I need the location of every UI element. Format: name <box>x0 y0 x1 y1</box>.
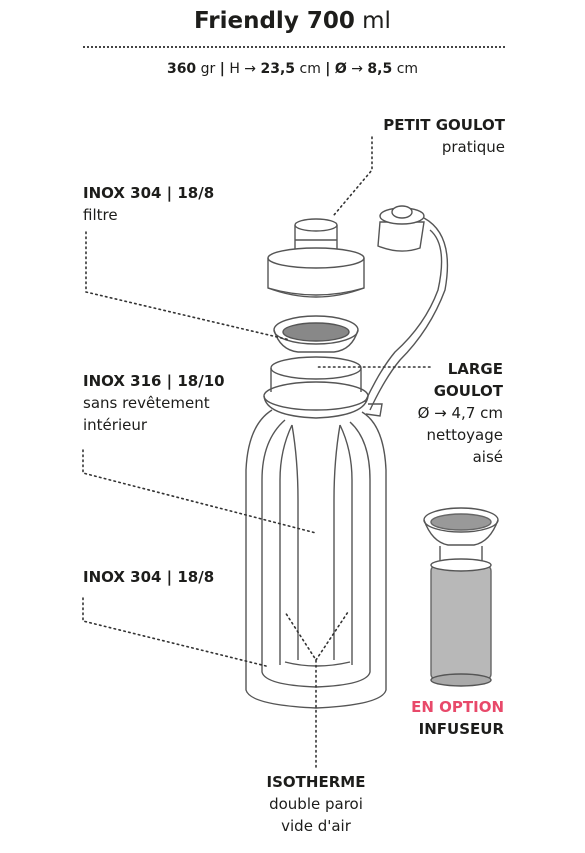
diameter-symbol: Ø <box>334 61 347 77</box>
label-isotherme-heading: ISOTHERME <box>266 773 366 791</box>
label-isotherme-sub-2: vide d'air <box>281 817 351 835</box>
label-inox-316: INOX 316 | 18/10 sans revêtement intérie… <box>83 370 225 436</box>
label-inox-304-heading: INOX 304 | 18/8 <box>83 568 215 586</box>
label-inox-304-body: INOX 304 | 18/8 <box>83 566 214 588</box>
spec-height-label: H → <box>229 61 261 77</box>
spec-diameter-unit: cm <box>396 61 419 77</box>
label-inox-316-heading: INOX 316 | 18/10 <box>83 372 225 390</box>
spec-separator: | <box>219 61 225 77</box>
label-large-goulot-heading-2: GOULOT <box>433 382 503 400</box>
specs-line: 360 gr | H → 23,5 cm | Ø → 8,5 cm <box>0 61 585 77</box>
spec-height: 23,5 <box>260 61 296 77</box>
label-large-goulot-sub-2: aisé <box>472 448 503 466</box>
label-large-goulot: LARGE GOULOT Ø → 4,7 cm nettoyage aisé <box>418 358 503 468</box>
product-volume-unit: ml <box>362 8 391 34</box>
label-option-infuseur: EN OPTION INFUSEUR <box>411 696 504 740</box>
product-name: Friendly 700 <box>194 8 355 34</box>
small-cap <box>267 218 365 298</box>
title-divider <box>83 46 505 48</box>
label-large-goulot-sub-1: nettoyage <box>426 426 504 444</box>
label-isotherme: ISOTHERME double paroi vide d'air <box>216 771 416 837</box>
leader-lines <box>82 136 431 768</box>
label-large-goulot-heading-1: LARGE <box>447 360 503 378</box>
spec-diameter-arrow: → <box>346 61 368 77</box>
product-title: Friendly 700 ml <box>0 8 585 34</box>
spec-height-unit: cm <box>299 61 321 77</box>
label-filtre: INOX 304 | 18/8 filtre <box>83 182 214 226</box>
label-option-heading: EN OPTION <box>411 698 504 716</box>
filter <box>273 315 359 353</box>
label-infuseur-heading: INFUSEUR <box>418 720 504 738</box>
label-filtre-sub: filtre <box>83 206 118 224</box>
label-petit-goulot: PETIT GOULOT pratique <box>383 114 505 158</box>
label-petit-goulot-heading: PETIT GOULOT <box>383 116 505 134</box>
spec-weight-unit: gr <box>200 61 216 77</box>
tethered-lid <box>364 205 449 411</box>
infuser <box>423 507 499 687</box>
bottle-neck <box>263 356 383 419</box>
spec-separator-2: | <box>325 61 331 77</box>
label-inox-316-sub-1: sans revêtement <box>83 394 210 412</box>
spec-diameter: 8,5 <box>367 61 393 77</box>
spec-weight: 360 <box>166 61 197 77</box>
label-isotherme-sub-1: double paroi <box>269 795 363 813</box>
label-filtre-heading: INOX 304 | 18/8 <box>83 184 215 202</box>
label-large-goulot-diameter: Ø → 4,7 cm <box>417 404 503 422</box>
label-petit-goulot-sub: pratique <box>441 138 505 156</box>
label-inox-316-sub-2: intérieur <box>83 416 148 434</box>
bottle-body <box>245 409 387 709</box>
